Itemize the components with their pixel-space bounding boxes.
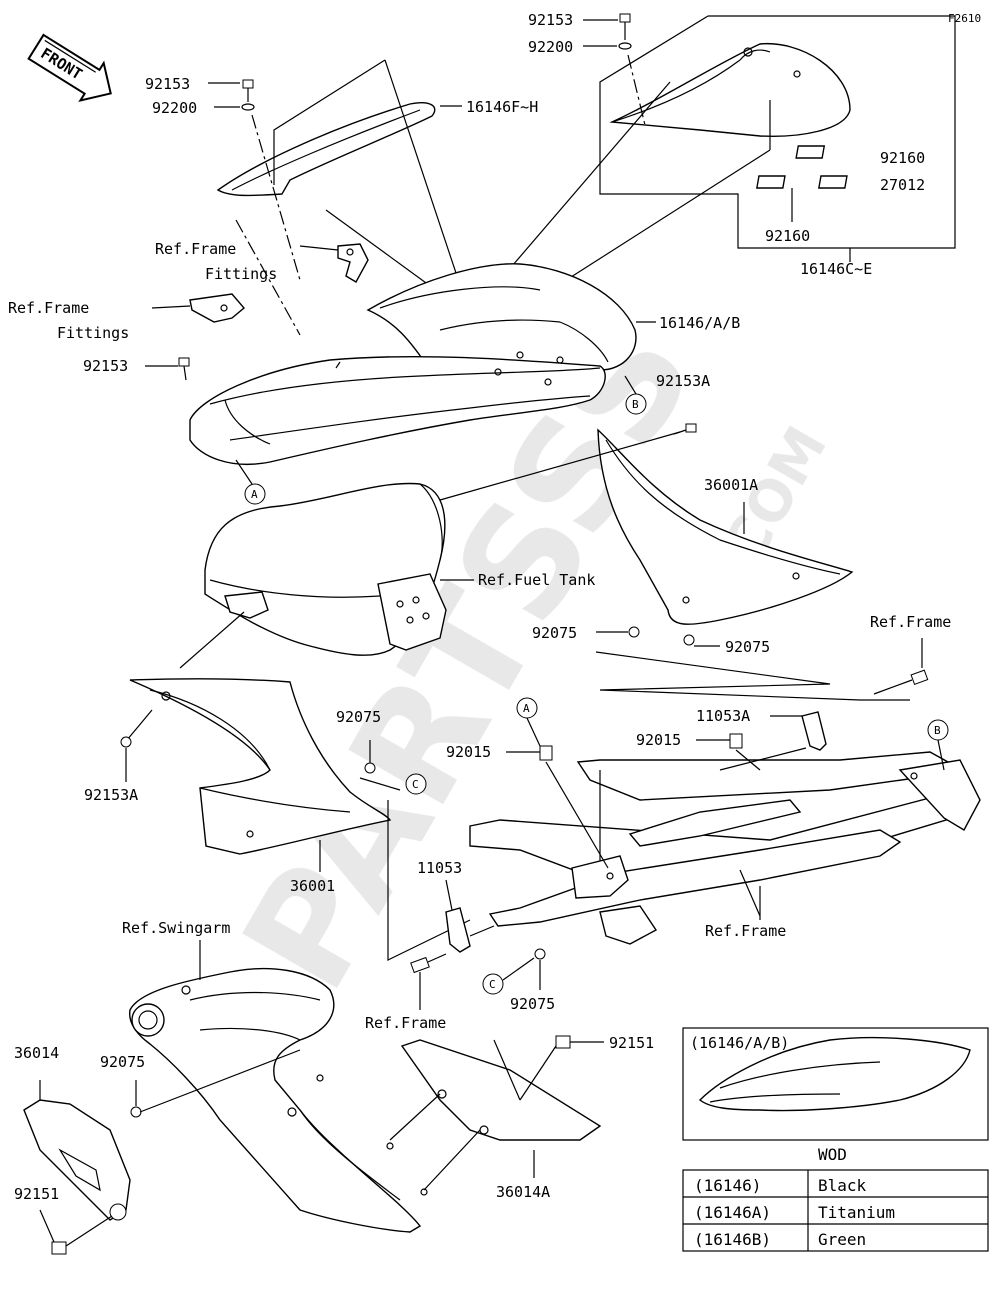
svg-text:A: A xyxy=(251,488,258,501)
label-ref-frame-fittings-1b: Fittings xyxy=(205,265,277,283)
inset-title: (16146/A/B) xyxy=(690,1034,789,1052)
label-ref-fuel-tank: Ref.Fuel Tank xyxy=(478,571,595,589)
label-36001: 36001 xyxy=(290,877,335,895)
wod-row-3-color: Green xyxy=(818,1230,866,1249)
label-36014A: 36014A xyxy=(496,1183,550,1201)
bracket-11053 xyxy=(410,879,495,1010)
washers-92075-right xyxy=(595,626,910,701)
label-16146AB: 16146/A/B xyxy=(659,314,740,332)
wod-row-1-part: (16146) xyxy=(694,1176,761,1195)
label-92160-a: 92160 xyxy=(880,149,925,167)
collars-92015: A xyxy=(506,697,761,869)
marker-c-2: C xyxy=(482,948,546,995)
chain-guard-36014A xyxy=(389,1035,604,1191)
tail-cover-16146FH xyxy=(208,79,462,281)
label-92075-b: 92075 xyxy=(725,638,770,656)
label-92151-left: 92151 xyxy=(14,1185,59,1203)
label-ref-frame-fittings-1a: Ref.Frame xyxy=(155,240,236,258)
side-cover-36001 xyxy=(120,677,392,872)
seat-cowl-16146CE xyxy=(599,15,956,262)
wod-row-2-part: (16146A) xyxy=(694,1203,771,1222)
wod-label: WOD xyxy=(818,1145,847,1164)
svg-text:C: C xyxy=(412,778,419,791)
label-92075-c: 92075 xyxy=(336,708,381,726)
marker-b-2: B xyxy=(927,719,949,771)
fastener-92153-mid xyxy=(145,357,190,381)
label-16146CE: 16146C~E xyxy=(800,260,872,278)
label-36001A: 36001A xyxy=(704,476,758,494)
wod-row-3-part: (16146B) xyxy=(694,1230,771,1249)
label-92015-b: 92015 xyxy=(636,731,681,749)
label-92160-b: 92160 xyxy=(765,227,810,245)
label-ref-frame-fittings-2a: Ref.Frame xyxy=(8,299,89,317)
label-92153A-left: 92153A xyxy=(84,786,138,804)
label-16146FH: 16146F~H xyxy=(466,98,538,116)
label-36014: 36014 xyxy=(14,1044,59,1062)
label-11053A: 11053A xyxy=(696,707,750,725)
svg-text:B: B xyxy=(632,398,639,411)
rear-subframe xyxy=(469,751,981,945)
label-11053: 11053 xyxy=(417,859,462,877)
label-ref-frame-fittings-2b: Fittings xyxy=(57,324,129,342)
fastener-92153-top xyxy=(583,13,646,126)
label-ref-frame-1: Ref.Frame xyxy=(870,613,951,631)
label-92015-a: 92015 xyxy=(446,743,491,761)
diagram-code: F2610 xyxy=(948,12,981,25)
label-ref-swingarm: Ref.Swingarm xyxy=(122,919,230,937)
marker-a-2: A xyxy=(523,702,530,715)
marker-b-1: B xyxy=(624,375,647,415)
label-92153-left: 92153 xyxy=(145,75,190,93)
label-92151-right: 92151 xyxy=(609,1034,654,1052)
wod-row-1-color: Black xyxy=(818,1176,867,1195)
marker-a-1: A xyxy=(235,459,266,505)
label-27012: 27012 xyxy=(880,176,925,194)
side-cover-36001A xyxy=(439,423,854,625)
label-ref-frame-3: Ref.Frame xyxy=(365,1014,446,1032)
ref-frame-bolt-right xyxy=(873,638,929,695)
label-ref-frame-2: Ref.Frame xyxy=(705,922,786,940)
label-92075-d: 92075 xyxy=(510,995,555,1013)
front-arrow-icon: FRONT xyxy=(27,33,112,102)
svg-text:C: C xyxy=(489,978,496,991)
side-cover-main xyxy=(189,355,606,466)
bracket-11053A xyxy=(719,711,827,771)
label-92153A-right: 92153A xyxy=(656,372,710,390)
frame-fittings xyxy=(151,243,369,323)
label-92075-e: 92075 xyxy=(100,1053,145,1071)
inset-box xyxy=(682,1027,989,1141)
wod-table xyxy=(682,1169,989,1252)
svg-text:B: B xyxy=(934,724,941,737)
label-92153-mid: 92153 xyxy=(83,357,128,375)
chain-guard-36014 xyxy=(23,1049,301,1255)
assembly-lines-top xyxy=(235,59,771,336)
label-92200-top: 92200 xyxy=(528,38,573,56)
swingarm xyxy=(129,940,428,1233)
label-92153-top: 92153 xyxy=(528,11,573,29)
fuel-tank xyxy=(179,482,474,669)
marker-c-1: C xyxy=(405,773,427,795)
seat-cover-16146AB xyxy=(366,263,656,379)
label-92200-left: 92200 xyxy=(152,99,197,117)
washer-92075-left xyxy=(359,740,471,961)
wod-row-2-color: Titanium xyxy=(818,1203,895,1222)
label-92075-a: 92075 xyxy=(532,624,577,642)
callout-labels: 92153 92200 92153 92200 16146F~H 92160 2… xyxy=(8,11,951,1249)
